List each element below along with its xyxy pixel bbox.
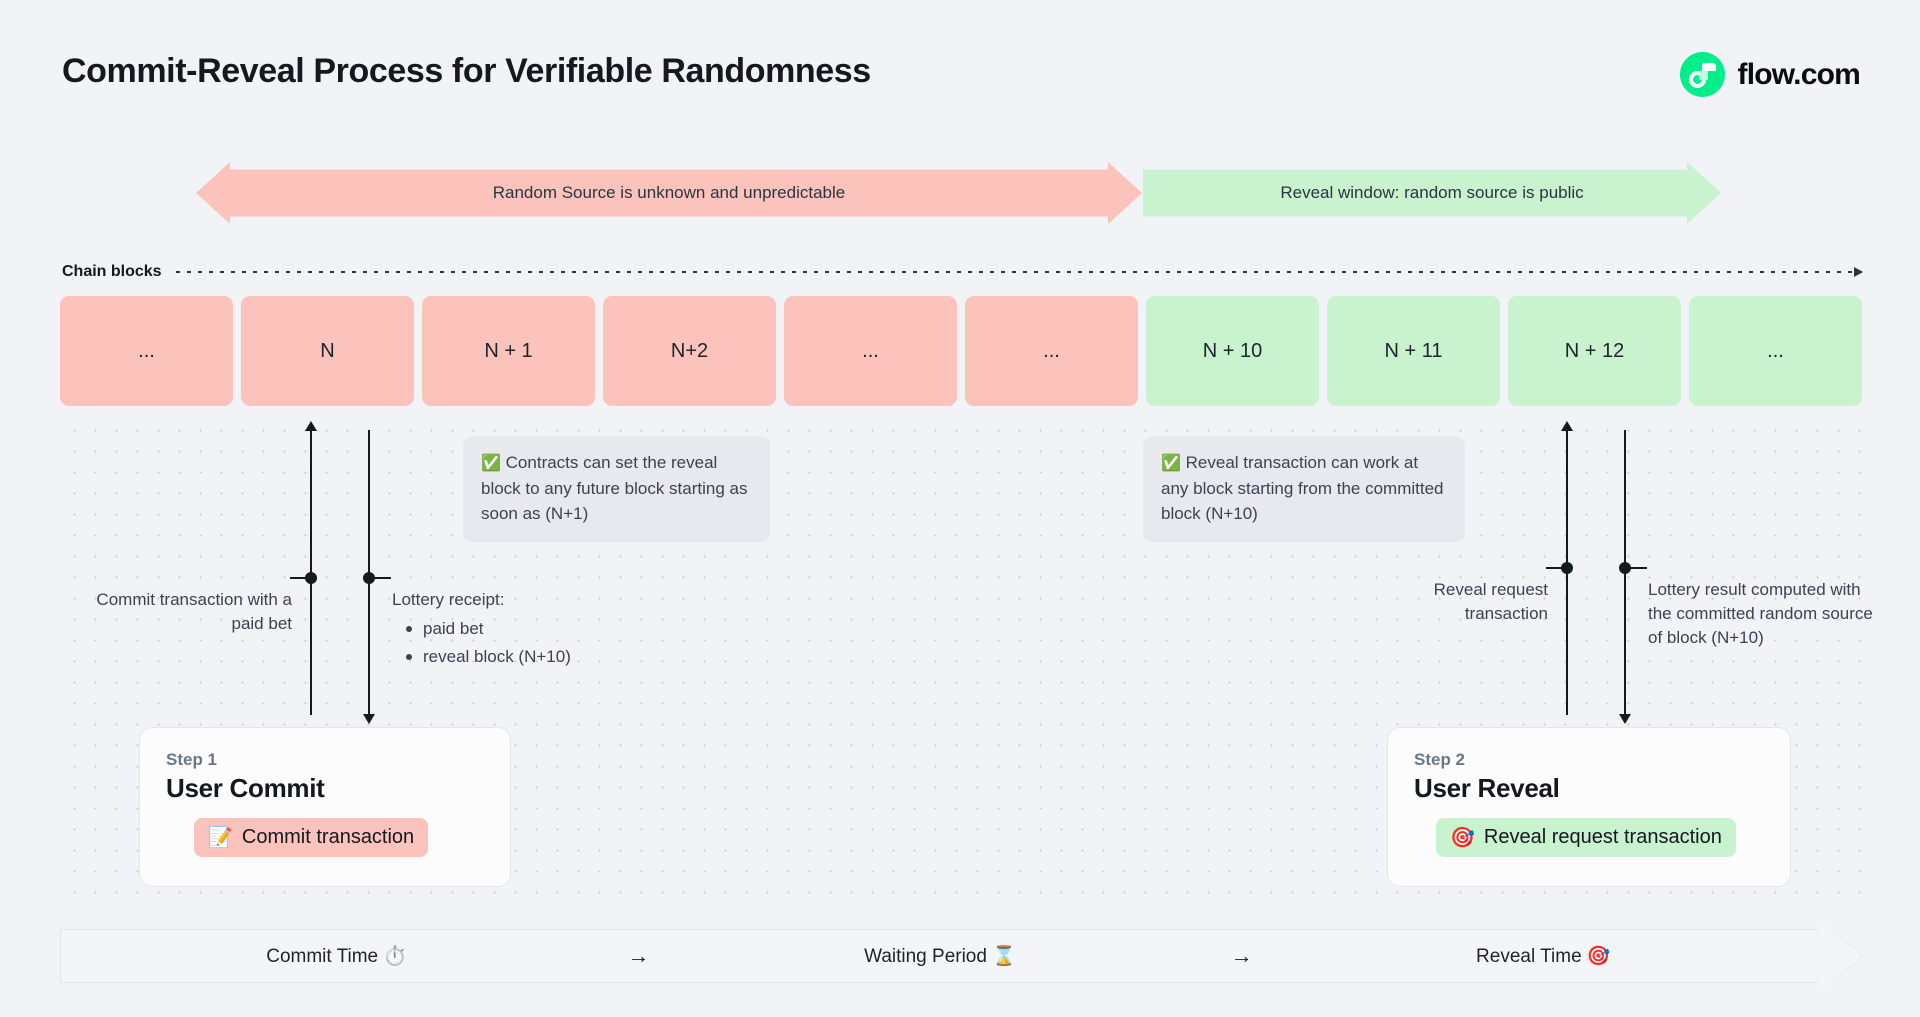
arrow-down-icon — [1619, 714, 1631, 724]
arrow-up-icon — [305, 421, 317, 431]
brand-name: flow.com — [1737, 57, 1861, 91]
chain-block: N + 11 — [1327, 296, 1500, 406]
reveal-request-transaction-chip[interactable]: 🎯 Reveal request transaction — [1436, 818, 1736, 857]
step-1-eyebrow: Step 1 — [166, 750, 218, 769]
chain-block: N+2 — [603, 296, 776, 406]
commit-transaction-chip-label: Commit transaction — [241, 826, 415, 848]
chain-block-label: N + 10 — [1202, 339, 1263, 362]
annotation-commit: Commit transaction with a paid bet — [96, 590, 292, 634]
reveal-request-marker-line — [1561, 421, 1573, 715]
chain-block-label: ... — [862, 339, 879, 362]
annotation-lottery-result: Lottery result computed with the committ… — [1648, 580, 1873, 648]
chain-block: N + 1 — [422, 296, 595, 406]
chain-block-label: N+2 — [670, 339, 709, 362]
chain-blocks-label: Chain blocks — [62, 263, 162, 280]
receipt-marker-line — [363, 430, 375, 724]
note-reveal: ✅ Reveal transaction can work at any blo… — [1143, 436, 1465, 542]
note-contracts: ✅ Contracts can set the reveal block to … — [463, 436, 770, 542]
commit-marker-line — [305, 421, 317, 715]
logo-dot-shape — [1695, 77, 1699, 82]
chain-block-label: N — [320, 339, 335, 362]
brand-logo: flow.com — [1679, 52, 1861, 97]
chain-block-label: N + 1 — [484, 339, 533, 362]
timeline-phase: Commit Time ⏱️ — [266, 946, 408, 967]
lottery-result-marker-line — [1619, 430, 1631, 724]
commit-marker-stub — [290, 577, 312, 579]
timeline-arrow-right-icon: → — [1230, 943, 1253, 968]
note-contracts-text: Contracts can set the reveal block to an… — [481, 453, 748, 523]
timeline-bar: Commit Time ⏱️ → Waiting Period ⌛ → Reveal T… — [60, 929, 1820, 983]
memo-icon: 📝 — [208, 827, 233, 849]
direct-hit-icon: 🎯 — [1450, 827, 1475, 849]
white-check-mark-icon: ✅ — [1161, 455, 1181, 472]
annotation-receipt-item: reveal block (N+10) — [406, 645, 682, 669]
note-reveal-text: Reveal transaction can work at any block… — [1161, 453, 1444, 523]
step-2-title: User Reveal — [1414, 773, 1560, 803]
header: Commit-Reveal Process for Verifiable Ran… — [0, 0, 1920, 120]
phase-banner-reveal-label: Reveal window: random source is public — [1280, 183, 1584, 202]
lottery-result-marker-stub — [1625, 567, 1647, 569]
chain-block-list: ... N N + 1 N+2...... N + 10 N + 11 N + 12... — [60, 296, 1862, 406]
logo-square-shape — [1698, 71, 1708, 80]
chain-block: N + 10 — [1146, 296, 1319, 406]
phase-banner-row: Random Source is unknown and unpredictab… — [0, 162, 1920, 234]
chain-block: ... — [784, 296, 957, 406]
step-2-eyebrow: Step 2 — [1414, 750, 1466, 769]
chain-block: N + 12 — [1508, 296, 1681, 406]
annotation-receipt-heading: Lottery receipt: — [392, 590, 505, 609]
white-check-mark-icon: ✅ — [481, 455, 501, 472]
step-1-title: User Commit — [166, 773, 325, 803]
chain-axis-arrow-icon — [175, 267, 1864, 277]
phase-banner-reveal: Reveal window: random source is public — [1143, 162, 1721, 224]
chain-block-label: ... — [1043, 339, 1060, 362]
chain-block: ... — [1689, 296, 1862, 406]
reveal-request-marker-stub — [1546, 567, 1568, 569]
bottom-timeline: Commit Time ⏱️ → Waiting Period ⌛ → Reveal T… — [60, 918, 1863, 994]
phase-banner-unknown-label: Random Source is unknown and unpredictab… — [492, 183, 846, 202]
chain-block: N — [241, 296, 414, 406]
receipt-marker-stub — [369, 577, 391, 579]
commit-transaction-chip[interactable]: 📝 Commit transaction — [194, 818, 429, 857]
annotation-receipt-list: paid bet reveal block (N+10) — [406, 617, 682, 669]
annotation-receipt-item: paid bet — [406, 617, 682, 641]
timeline-arrow-icon — [1818, 918, 1863, 994]
step-card-user-reveal[interactable]: Step 2 User Reveal 🎯 Reveal request tran… — [1387, 727, 1791, 887]
annotation-receipt: Lottery receipt: paid bet reveal block (N… — [392, 588, 682, 669]
timeline-phase: Reveal Time 🎯 — [1476, 946, 1611, 967]
chain-blocks-axis: Chain blocks — [62, 258, 1864, 286]
arrow-up-icon — [1561, 421, 1573, 431]
reveal-request-transaction-chip-label: Reveal request transaction — [1483, 826, 1722, 848]
chain-block: ... — [965, 296, 1138, 406]
chain-block: ... — [60, 296, 233, 406]
step-card-user-commit[interactable]: Step 1 User Commit 📝 Commit transaction — [139, 727, 511, 887]
logo-bar-shape — [1701, 63, 1716, 71]
chain-block-label: ... — [1767, 339, 1784, 362]
arrow-down-icon — [363, 714, 375, 724]
annotation-reveal-request: Reveal request transaction — [1433, 580, 1548, 624]
page-title: Commit-Reveal Process for Verifiable Ran… — [62, 52, 871, 90]
flow-logo-icon — [1679, 52, 1725, 97]
chain-block-label: ... — [138, 339, 155, 362]
phase-banner-unknown: Random Source is unknown and unpredictab… — [196, 162, 1142, 224]
timeline-arrow-right-icon: → — [627, 943, 650, 968]
chain-block-label: N + 12 — [1564, 339, 1625, 362]
timeline-phase: Waiting Period ⌛ — [864, 946, 1016, 967]
chain-block-label: N + 11 — [1384, 339, 1443, 362]
